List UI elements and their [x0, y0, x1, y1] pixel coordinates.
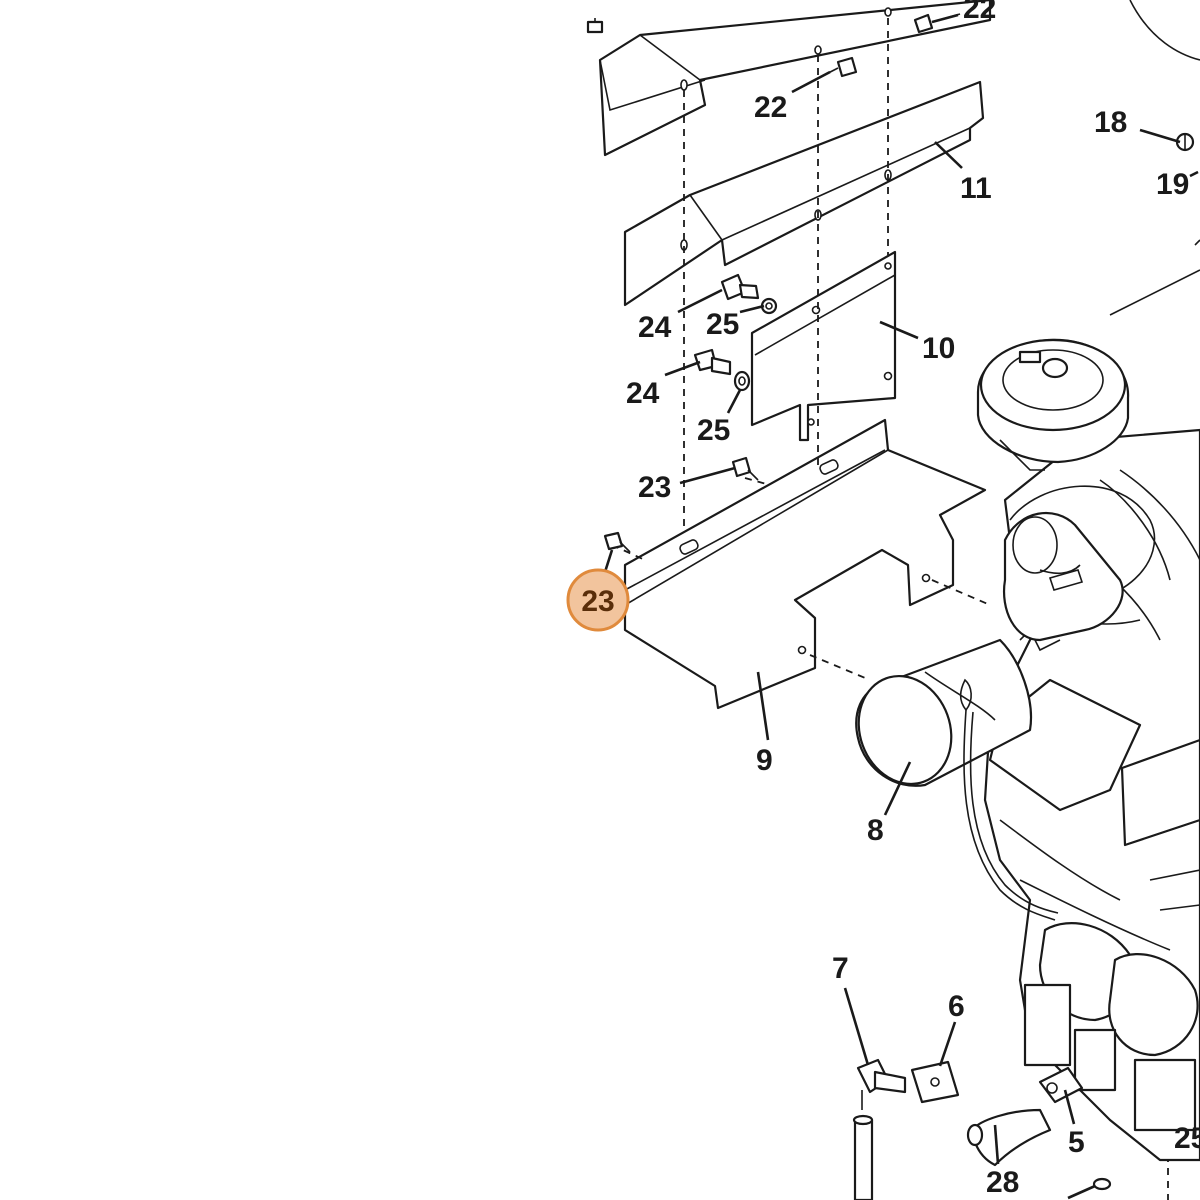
washer-25-bottom: [1092, 1177, 1112, 1191]
callout-9[interactable]: 9: [756, 744, 773, 777]
screw-23-highlighted: [603, 531, 631, 553]
callout-10[interactable]: 10: [922, 332, 955, 365]
muffler-8[interactable]: [844, 638, 1032, 797]
callout-23-upper[interactable]: 23: [638, 471, 671, 504]
leader-lines: [603, 13, 1199, 1200]
dipstick[interactable]: [924, 671, 1059, 921]
bracket-9[interactable]: [623, 418, 987, 710]
callout-25-upper[interactable]: 25: [706, 308, 739, 341]
intake-tube[interactable]: [1002, 511, 1124, 642]
air-filter[interactable]: [976, 338, 1130, 471]
tube-vertical: [852, 1114, 874, 1200]
callout-22-mid[interactable]: 22: [754, 91, 787, 124]
bolt-24-upper: [720, 273, 760, 301]
callout-6[interactable]: 6: [948, 990, 965, 1023]
fitting-7: [856, 1058, 907, 1110]
highlight-label: 23: [581, 585, 614, 618]
hose-28: [966, 1108, 1052, 1167]
bolt-24-lower: [693, 348, 732, 376]
fitting-5: [1038, 1066, 1084, 1104]
callout-7[interactable]: 7: [832, 952, 849, 985]
callout-28[interactable]: 28: [986, 1166, 1019, 1199]
callouts: 22 22 18 19 11 24 25 10 24 25 23 9 8 7 6…: [626, 0, 1200, 1199]
washer-25-lower: [733, 370, 751, 392]
upper-shield[interactable]: [598, 0, 992, 157]
highlight-circle[interactable]: [566, 568, 630, 632]
washer-25-upper: [760, 297, 778, 315]
fuel-fittings[interactable]: [852, 1058, 1112, 1200]
callout-5[interactable]: 5: [1068, 1126, 1085, 1159]
highlighted-callout-23[interactable]: 23: [566, 568, 630, 632]
callout-11[interactable]: 11: [960, 172, 992, 205]
plate-10[interactable]: [750, 250, 897, 442]
callout-18[interactable]: 18: [1094, 106, 1127, 139]
callout-25-bottom[interactable]: 25: [1174, 1122, 1200, 1155]
callout-19[interactable]: 19: [1156, 168, 1189, 201]
fitting-6: [910, 1060, 960, 1104]
callout-22-top[interactable]: 22: [963, 0, 996, 25]
callout-24-lower[interactable]: 24: [626, 377, 660, 410]
heat-shield-11[interactable]: [623, 80, 985, 307]
screw-23-upper: [731, 456, 759, 481]
callout-24-upper[interactable]: 24: [638, 311, 672, 344]
cables: [1109, 0, 1200, 316]
callout-8[interactable]: 8: [867, 814, 884, 847]
callout-25-lower[interactable]: 25: [697, 414, 730, 447]
screw-top-left: [586, 18, 604, 34]
